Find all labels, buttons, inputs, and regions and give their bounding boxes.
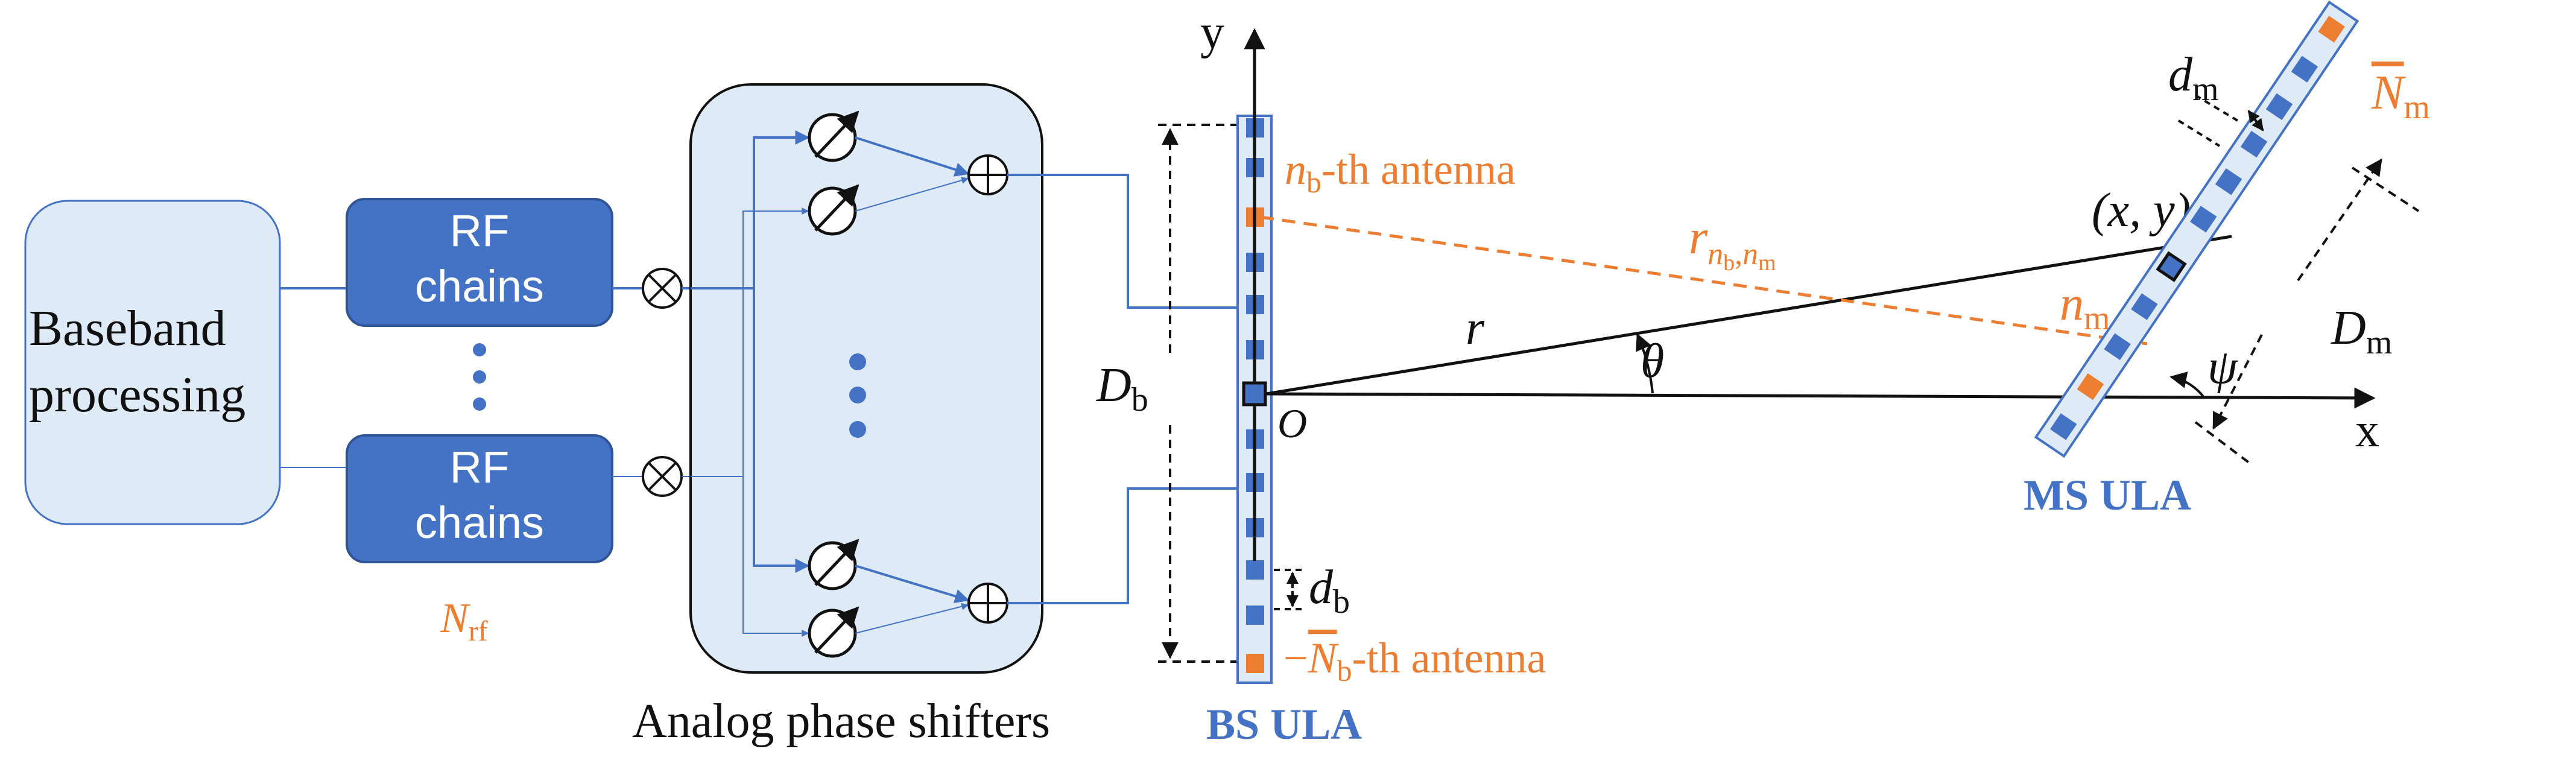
ms-antenna-element <box>2215 168 2242 195</box>
Dm-label: Dm <box>2331 302 2392 361</box>
dm-dimension <box>2177 94 2264 147</box>
Nm-bar-label: Nm <box>2371 66 2430 126</box>
xy-label: (x, y) <box>2092 184 2191 237</box>
db-label: db <box>1309 561 1350 621</box>
ms-ula-caption: MS ULA <box>2024 471 2191 519</box>
rf-bottom-line1: RF <box>450 442 510 492</box>
dm-label: dm <box>2168 48 2219 108</box>
phase-shifter-icon <box>808 110 859 162</box>
x-axis-label: x <box>2355 404 2379 457</box>
ms-antenna-element <box>2291 55 2318 83</box>
nm-label: nm <box>2060 277 2110 337</box>
rf-top-line2: chains <box>415 261 544 311</box>
r-nb-nm-label: rnb,nm <box>1689 211 1776 276</box>
adder-icon <box>967 583 1008 624</box>
phase-shifter-icon <box>808 539 859 590</box>
bs-antenna-element <box>1246 606 1264 625</box>
ms-antenna-element <box>2265 93 2293 121</box>
ms-antenna-element <box>2049 413 2077 440</box>
ps-to-adder-1 <box>855 136 970 177</box>
psi-label: ψ <box>2207 341 2238 394</box>
nb-antenna-label: nb-th antenna <box>1285 145 1516 199</box>
r-line <box>1266 235 2232 396</box>
phase-shifters-caption: Analog phase shifters <box>632 695 1050 748</box>
ps-route-top-b <box>753 288 810 573</box>
ps-to-adder-2 <box>855 177 969 212</box>
n-rf-label: Nrf <box>440 595 488 647</box>
adder-icon <box>967 154 1008 195</box>
r-label: r <box>1466 302 1485 355</box>
theta-arc <box>1636 333 1654 394</box>
ms-antenna-element <box>2189 206 2217 233</box>
ms-reference-element <box>2156 251 2187 282</box>
ps-route-bottom-b <box>742 476 809 637</box>
rf-chain-dots <box>473 343 486 411</box>
bs-ula-caption: BS ULA <box>1206 700 1362 748</box>
origin-element <box>1242 381 1267 406</box>
rf-top-line1: RF <box>450 206 510 256</box>
Dm-dimension <box>2194 158 2420 464</box>
ps-to-adder-4 <box>855 602 969 634</box>
ms-antenna-element-highlight <box>2077 373 2104 400</box>
multiplier-icon <box>642 456 683 497</box>
phase-shifter-block <box>689 83 1043 674</box>
ms-ula-elements <box>2049 16 2345 440</box>
bs-antenna-element <box>1246 560 1264 580</box>
origin-label: O <box>1277 400 1307 446</box>
theta-label: θ <box>1641 335 1664 388</box>
feed-line-top <box>1007 174 1248 309</box>
rf-bottom-line2: chains <box>415 498 544 548</box>
ms-antenna-element-highlight <box>2318 16 2345 43</box>
Db-label: Db <box>1096 359 1148 419</box>
ms-antenna-element <box>2104 333 2131 361</box>
ps-route-top-a <box>691 130 810 289</box>
rf-chain-top: RF chains <box>346 198 613 327</box>
ms-antenna-element <box>2131 293 2158 320</box>
phase-shifter-icon <box>808 606 859 658</box>
ps-to-adder-3 <box>855 565 970 604</box>
baseband-label-line2: processing <box>29 367 245 423</box>
multiplier-icon <box>642 268 683 309</box>
ps-route-bottom-a <box>691 207 809 477</box>
baseband-block: Baseband processing <box>24 200 281 525</box>
phase-shifter-icon <box>808 184 859 236</box>
baseband-label-line1: Baseband <box>29 300 226 356</box>
psi-arc <box>2169 372 2206 399</box>
y-axis-label: y <box>1200 6 1224 59</box>
rf-chain-bottom: RF chains <box>346 434 613 563</box>
r-nb-nm-line <box>1260 215 2148 346</box>
x-axis <box>1266 387 2376 409</box>
neg-nb-antenna-label: −Nb-th antenna <box>1283 634 1546 688</box>
feed-line-bottom <box>1007 487 1248 604</box>
phase-shifter-dots <box>849 353 866 438</box>
ms-antenna-element <box>2240 130 2268 158</box>
bs-antenna-element-highlight <box>1246 654 1264 673</box>
